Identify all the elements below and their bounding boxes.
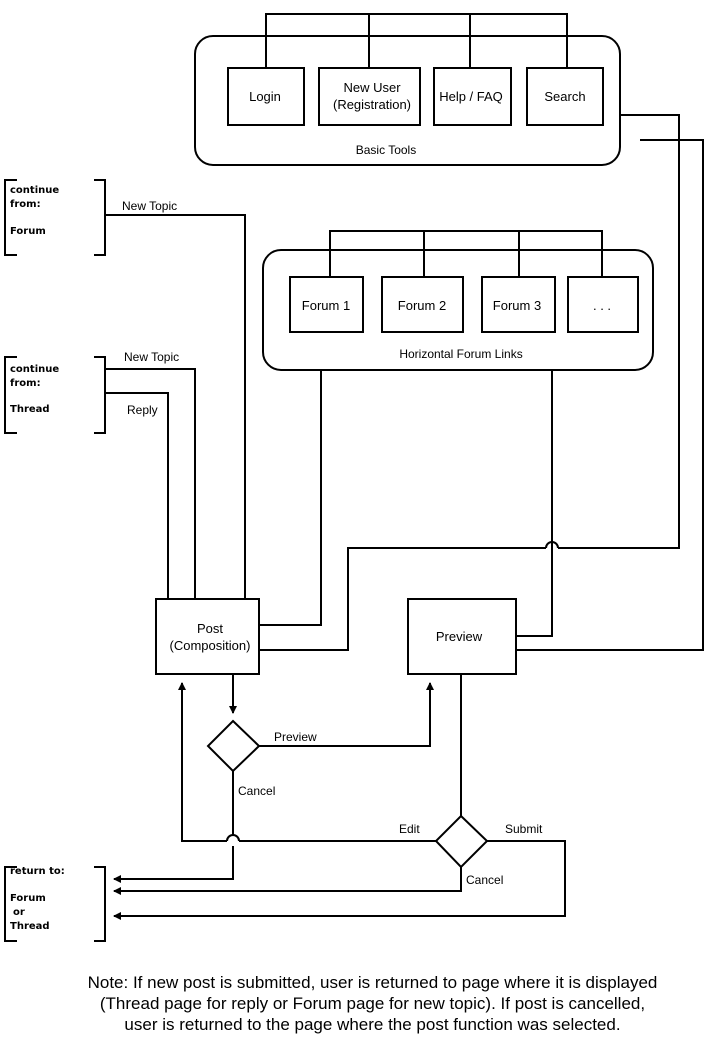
decision2-edit-label: Edit	[399, 822, 420, 836]
preview-box-label: Preview	[436, 629, 483, 644]
svg-text:from:: from:	[10, 199, 41, 210]
forum-links-group: Forum 1 Forum 2 Forum 3 . . . Horizontal…	[262, 230, 654, 371]
help-faq-label: Help / FAQ	[439, 89, 503, 104]
forum-1-label: Forum 1	[302, 298, 350, 313]
svg-text:or: or	[13, 907, 25, 918]
forum-3-box	[481, 276, 556, 333]
new-user-label: New User	[343, 80, 401, 95]
forum-2-box	[381, 276, 464, 333]
help-faq-box	[433, 67, 512, 126]
footnote: Note: If new post is submitted, user is …	[0, 972, 711, 1035]
decision-preview-cancel	[206, 719, 261, 773]
note-line-2: (Thread page for reply or Forum page for…	[99, 994, 646, 1013]
basic-tools-group: Login New User (Registration) Help / FAQ…	[194, 13, 621, 166]
preview-box	[407, 598, 517, 675]
svg-text:Forum: Forum	[10, 893, 46, 904]
svg-text:continue: continue	[10, 364, 59, 375]
svg-text:from:: from:	[10, 378, 41, 389]
login-box	[227, 67, 305, 126]
composition-label: (Composition)	[170, 638, 251, 653]
post-label: Post	[197, 621, 223, 636]
new-topic-thread-label: New Topic	[124, 350, 179, 364]
svg-text:continue: continue	[10, 185, 59, 196]
forum-2-label: Forum 2	[398, 298, 446, 313]
login-label: Login	[249, 89, 281, 104]
reply-label: Reply	[127, 403, 158, 417]
forum-links-title: Horizontal Forum Links	[399, 347, 522, 361]
decision2-submit-label: Submit	[505, 822, 543, 836]
post-composition-box	[155, 598, 260, 675]
svg-text:return to:: return to:	[10, 866, 65, 877]
decision1-cancel-label: Cancel	[238, 784, 275, 798]
new-user-box	[318, 67, 421, 126]
new-topic-forum-label: New Topic	[122, 199, 177, 213]
continue-from-forum: continue from: Forum New Topic	[4, 179, 246, 600]
svg-text:Forum: Forum	[10, 226, 46, 237]
svg-text:Thread: Thread	[10, 921, 50, 932]
forum-1-box	[289, 276, 364, 333]
decision-edit-submit-cancel	[434, 814, 489, 869]
search-box	[526, 67, 604, 126]
forum-more-label: . . .	[593, 298, 611, 313]
svg-text:Thread: Thread	[10, 404, 50, 415]
decision1-preview-label: Preview	[274, 730, 317, 744]
search-label: Search	[544, 89, 585, 104]
note-line-1: Note: If new post is submitted, user is …	[87, 973, 658, 992]
continue-from-thread: continue from: Thread New Topic Reply	[4, 350, 196, 600]
forum-3-label: Forum 3	[493, 298, 541, 313]
note-line-3: user is returned to the page where the p…	[124, 1015, 621, 1034]
registration-label: (Registration)	[333, 97, 411, 112]
forum-more-box	[567, 276, 639, 333]
return-to-forum-or-thread: return to: Forum or Thread	[4, 866, 106, 942]
decision2-cancel-label: Cancel	[466, 873, 503, 887]
basic-tools-title: Basic Tools	[356, 143, 416, 157]
